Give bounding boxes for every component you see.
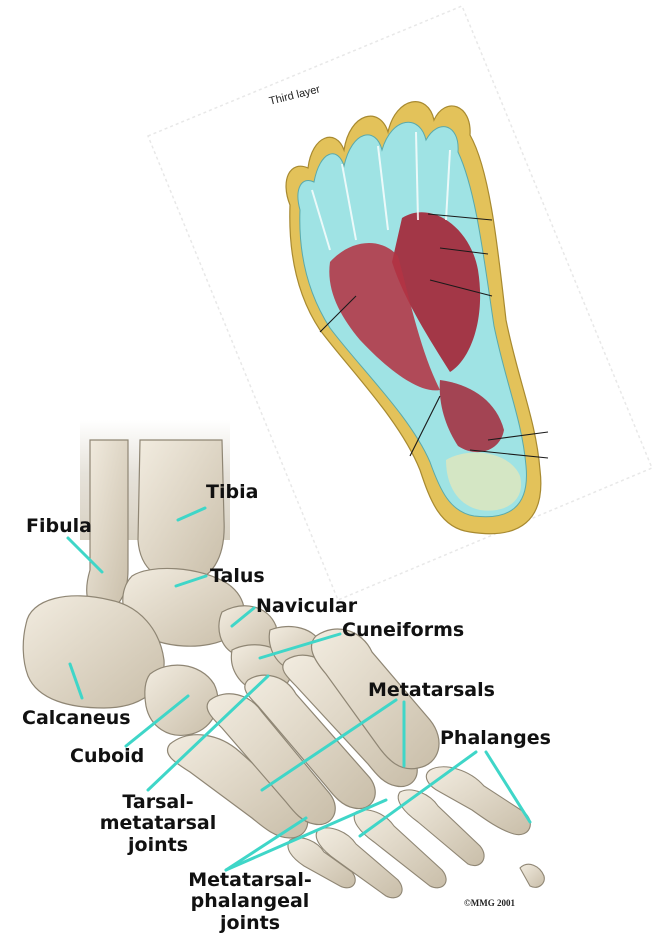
cuboid-label: Cuboid	[70, 746, 144, 767]
tibia-bone	[138, 440, 224, 582]
toe-tip	[520, 864, 544, 887]
cuneiforms-label: Cuneiforms	[342, 620, 464, 641]
metatarsal-phalangeal-joints-label: Metatarsal- phalangeal joints	[180, 870, 320, 934]
calcaneus-label: Calcaneus	[22, 708, 131, 729]
talus-label: Talus	[210, 566, 265, 587]
metatarsals-label: Metatarsals	[368, 680, 495, 701]
tibia-label: Tibia	[206, 482, 258, 503]
mtp-line-1: Metatarsal-	[180, 870, 320, 891]
copyright-notice: ©MMG 2001	[464, 898, 515, 908]
tarsal-metatarsal-line-3: joints	[88, 835, 228, 856]
mtp-line-3: joints	[180, 913, 320, 934]
phalanges-label: Phalanges	[440, 728, 551, 749]
fibula-label: Fibula	[26, 516, 92, 537]
tarsal-metatarsal-line-2: metatarsal	[88, 813, 228, 834]
mtp-line-2: phalangeal	[180, 891, 320, 912]
tarsal-metatarsal-line-1: Tarsal-	[88, 792, 228, 813]
fibula-bone	[87, 440, 128, 612]
tarsal-metatarsal-joints-label: Tarsal- metatarsal joints	[88, 792, 228, 856]
navicular-label: Navicular	[256, 596, 357, 617]
